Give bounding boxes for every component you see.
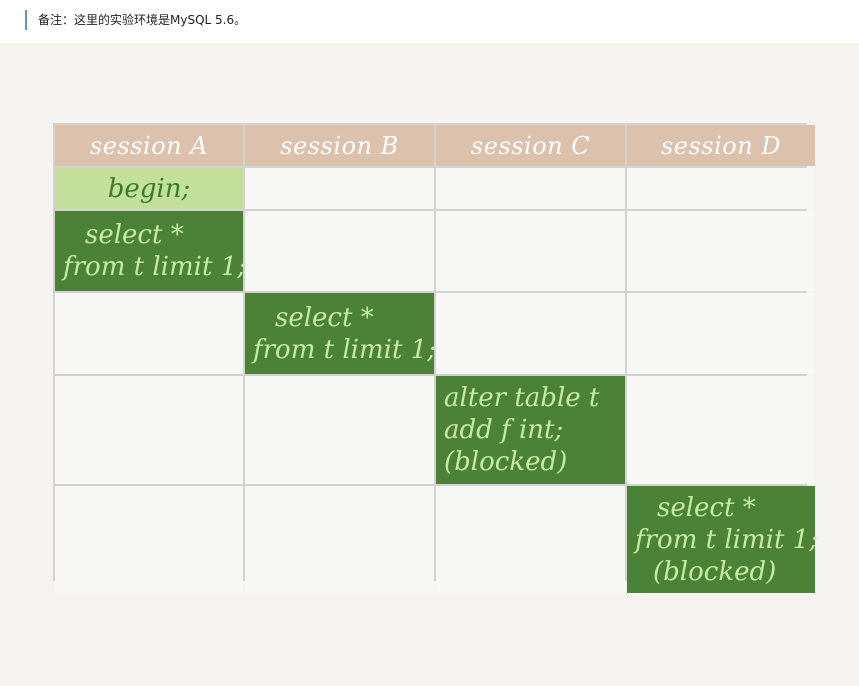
empty-cell [245,486,434,593]
note-bar: 备注：这里的实验环境是MySQL 5.6。 [0,0,859,43]
step-c-alter: alter table t add f int; (blocked) [436,376,625,484]
session-timeline-table: session A session B session C session D … [53,123,818,593]
empty-cell [55,486,243,593]
header-session-a: session A [55,125,243,166]
header-session-d: session D [627,125,815,166]
empty-cell [627,168,815,209]
step-d-select: select * from t limit 1; (blocked) [627,486,818,593]
empty-cell [436,168,625,209]
step-a-select: select * from t limit 1; [55,211,246,291]
empty-cell [436,293,625,374]
empty-cell [55,376,243,484]
step-b-select: select * from t limit 1; [245,293,436,374]
empty-cell [55,293,243,374]
empty-cell [627,376,815,484]
header-session-c: session C [436,125,625,166]
empty-cell [245,168,434,209]
empty-cell [627,211,815,291]
header-session-b: session B [245,125,434,166]
empty-cell [436,486,625,593]
step-a-begin: begin; [55,168,243,209]
empty-cell [627,293,815,374]
session-diagram-figure: session A session B session C session D … [0,43,859,686]
note-text: 备注：这里的实验环境是MySQL 5.6。 [38,13,247,27]
note-accent-bar [25,10,27,30]
empty-cell [436,211,625,291]
empty-cell [245,376,434,484]
empty-cell [245,211,434,291]
